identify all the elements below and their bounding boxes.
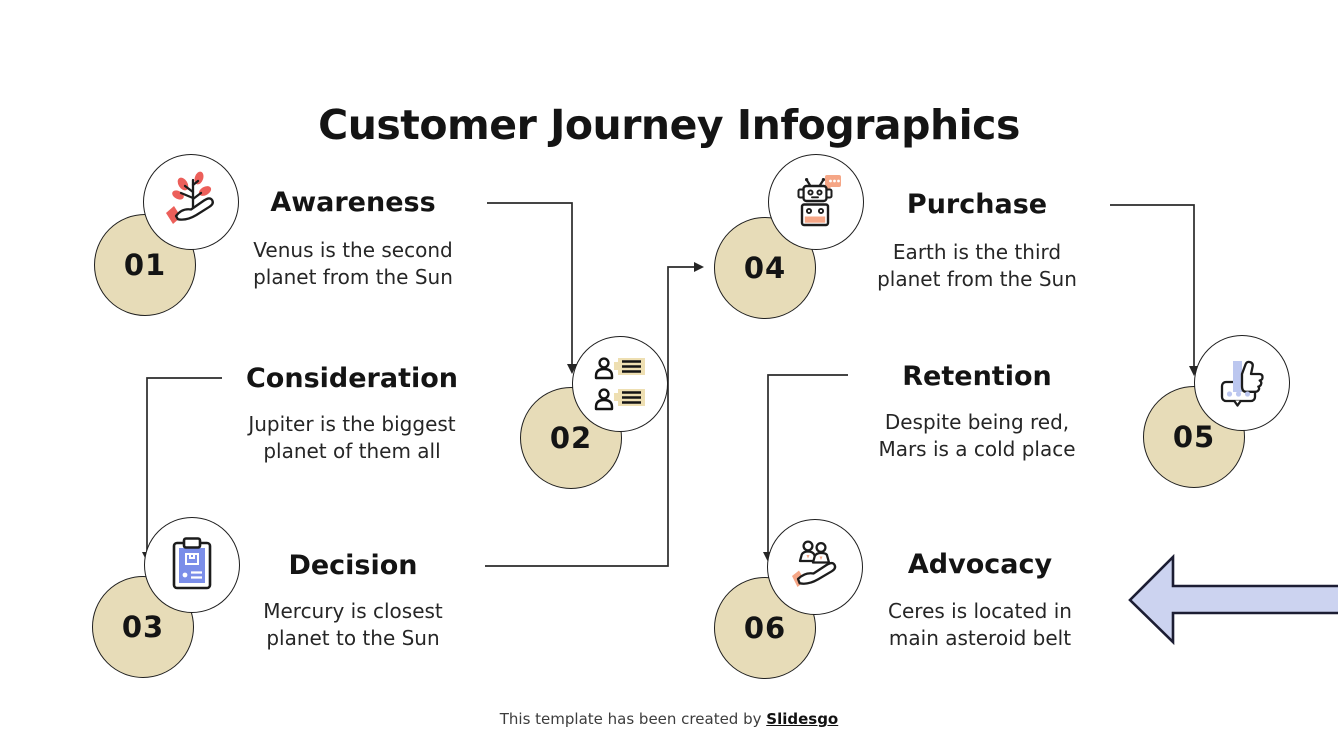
chatbot-icon [797,175,841,227]
step6-number: 06 [743,611,787,645]
page-title: Customer Journey Infographics [318,101,1020,150]
connector-consideration-to-step3 [142,377,222,562]
step2-description: Jupiter is the biggest planet of them al… [248,412,456,463]
step1-title: Awareness [270,187,436,218]
step2-number: 02 [549,421,593,455]
step1-number-circle: 01 [94,214,196,316]
step3-number: 03 [121,610,165,644]
step2-title: Consideration [245,363,459,394]
left-block-arrow [1128,553,1338,646]
step5-title: Retention [902,361,1052,392]
step3-description: Mercury is closest planet to the Sun [263,599,443,650]
step2-icon-circle [572,336,668,432]
slidesgo-link[interactable]: Slidesgo [766,710,839,728]
step6-number-circle: 06 [714,577,816,679]
step5-description: Despite being red, Mars is a cold place [878,410,1076,461]
step6-description: Ceres is located in main asteroid belt [888,599,1072,650]
connector-retention-to-step6 [763,374,848,562]
connector-purchase-to-step5 [1110,204,1199,376]
step5-number: 05 [1172,420,1216,454]
step1-icon-circle [143,154,239,250]
growth-icon [166,171,214,224]
step1-description: Venus is the second planet from the Sun [253,238,453,289]
thumbs-up-icon [1220,360,1264,407]
step6-icon-circle [767,519,863,615]
step4-description: Earth is the third planet from the Sun [877,240,1077,291]
step4-number: 04 [743,251,787,285]
user-list-icon [594,357,645,411]
step6-title: Advocacy [907,549,1053,580]
connector-decision-to-step4 [485,262,704,567]
step3-icon-circle [144,517,240,613]
step5-icon-circle [1194,335,1290,431]
step3-title: Decision [288,550,418,581]
connector-awareness-to-step2 [487,202,577,374]
step1-number: 01 [123,248,167,282]
step4-title: Purchase [906,189,1048,220]
helping-hand-icon [792,540,837,587]
clipboard-icon [172,537,212,590]
step4-icon-circle [768,154,864,250]
footer-credit: This template has been created by Slides… [499,710,839,728]
step3-number-circle: 03 [92,576,194,678]
